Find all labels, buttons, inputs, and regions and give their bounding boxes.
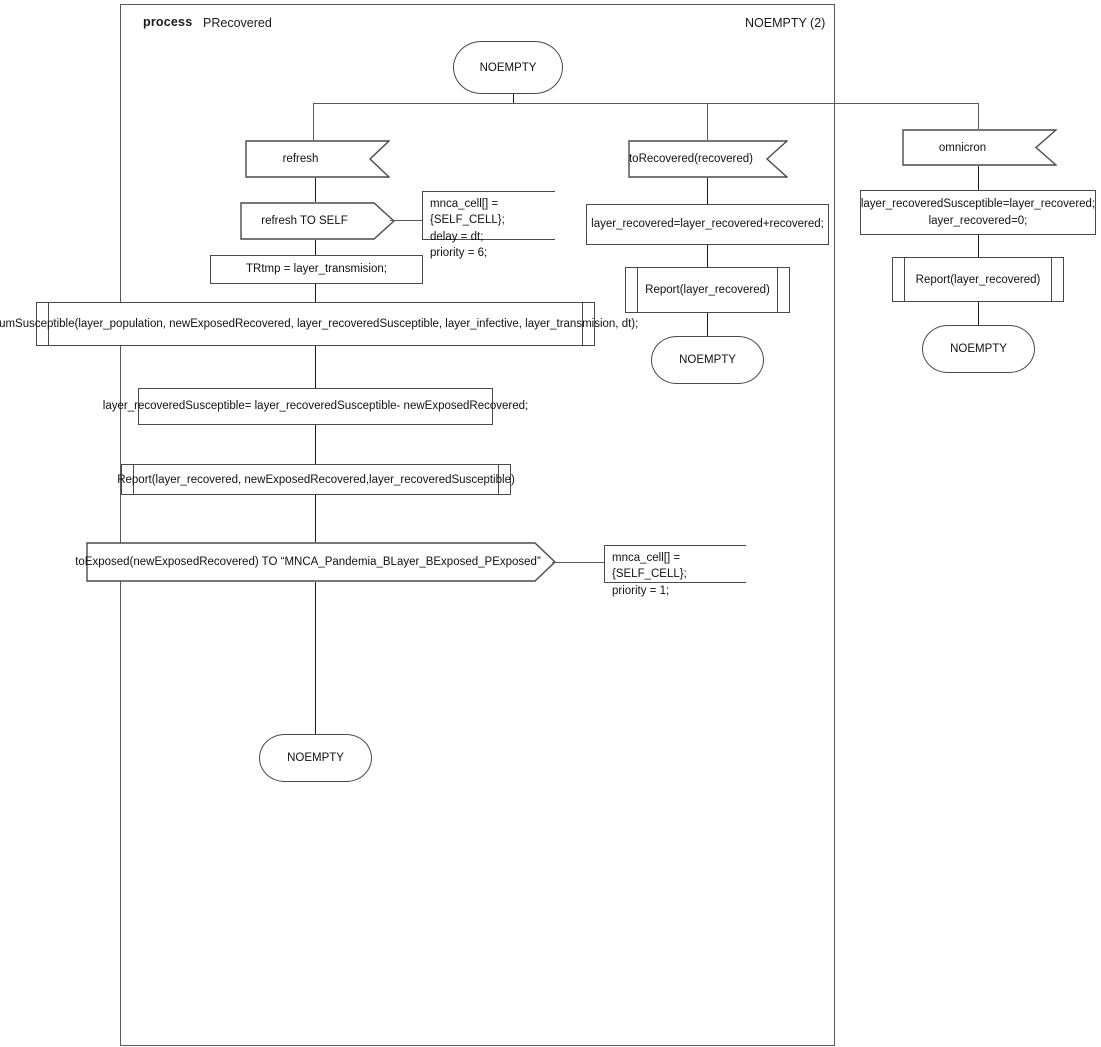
connector-start-stem: [513, 94, 515, 104]
state-noempty-refresh-end[interactable]: NOEMPTY: [259, 734, 372, 782]
connector-drop-torecovered: [707, 103, 709, 142]
procedure-bar-right: [581, 303, 583, 345]
connector-refresh-1: [315, 178, 317, 202]
task-omnicron-swap[interactable]: layer_recoveredSusceptible=layer_recover…: [860, 190, 1096, 235]
connector-omnicron-1: [978, 166, 980, 190]
connector-drop-refresh: [313, 103, 315, 142]
task-text: layer_recoveredSusceptible=layer_recover…: [860, 197, 1096, 227]
input-signal-shape: [628, 140, 788, 178]
connector-refresh-3: [315, 284, 317, 302]
connector-refresh-2: [315, 240, 317, 255]
task-text: layer_recovered=layer_recovered+recovere…: [591, 218, 824, 231]
connector-refresh-4: [315, 346, 317, 388]
procedure-call-report-left[interactable]: Report(layer_recovered, newExposedRecove…: [117, 464, 515, 495]
procedure-bar-left: [904, 258, 906, 301]
state-label: NOEMPTY: [950, 343, 1007, 355]
input-signal-label: toRecovered(recovered): [628, 153, 753, 165]
comment-toexposed: mnca_cell[] = {SELF_CELL}; priority = 1;: [604, 545, 746, 597]
procedure-call-report-right[interactable]: Report(layer_recovered): [892, 257, 1064, 302]
output-signal-toexposed[interactable]: toExposed(newExposedRecovered) TO “MNCA_…: [75, 542, 556, 582]
procedure-text: Report(layer_recovered, newExposedRecove…: [117, 473, 515, 486]
output-signal-label: refresh TO SELF: [261, 215, 348, 227]
input-signal-torecovered[interactable]: toRecovered(recovered): [628, 140, 788, 178]
state-label: NOEMPTY: [479, 61, 537, 74]
connector-comment-refresh: [390, 220, 423, 222]
output-signal-shape: [86, 542, 556, 582]
connector-torecovered-2: [707, 245, 709, 267]
connector-omnicron-2: [978, 235, 980, 257]
procedure-bar-right: [1050, 258, 1052, 301]
procedure-text: Report(layer_recovered): [645, 284, 770, 296]
output-signal-shape: [240, 202, 395, 240]
connector-omnicron-3: [978, 302, 980, 325]
output-signal-refresh-to-self[interactable]: refresh TO SELF: [240, 202, 395, 240]
input-signal-shape: [245, 140, 390, 178]
process-frame: [120, 4, 835, 1046]
procedure-text: Report(layer_recovered): [915, 273, 1041, 286]
input-signal-label: omnicron: [938, 141, 987, 154]
input-signal-shape: [902, 129, 1057, 166]
connector-distribution-bus: [313, 103, 979, 105]
procedure-bar-left: [48, 303, 50, 345]
procedure-text: numSusceptible(layer_population, newExpo…: [0, 318, 639, 330]
procedure-bar-right: [497, 465, 499, 494]
input-signal-refresh[interactable]: refresh: [245, 140, 390, 178]
state-label: NOEMPTY: [679, 354, 736, 366]
connector-refresh-7: [315, 582, 317, 734]
procedure-bar-left: [133, 465, 135, 494]
connector-torecovered-1: [707, 178, 709, 204]
connector-refresh-6: [315, 495, 317, 542]
state-noempty-omnicron-end[interactable]: NOEMPTY: [922, 325, 1035, 373]
task-text: TRtmp = layer_transmision;: [246, 263, 387, 276]
procedure-bar-left: [637, 268, 639, 312]
input-signal-omnicron[interactable]: omnicron: [902, 129, 1057, 166]
procedure-bar-right: [776, 268, 778, 312]
task-update-recovered-susceptible[interactable]: layer_recoveredSusceptible= layer_recove…: [103, 388, 528, 425]
process-keyword-label: process: [143, 15, 193, 29]
connector-comment-toexposed: [552, 562, 605, 564]
output-signal-label: toExposed(newExposedRecovered) TO “MNCA_…: [75, 556, 541, 568]
task-trtmp[interactable]: TRtmp = layer_transmision;: [210, 255, 423, 284]
input-signal-label: refresh: [282, 153, 319, 165]
state-label: NOEMPTY: [287, 752, 344, 764]
procedure-call-numsusceptible[interactable]: numSusceptible(layer_population, newExpo…: [0, 302, 638, 346]
task-layer-recovered-sum[interactable]: layer_recovered=layer_recovered+recovere…: [586, 204, 829, 245]
comment-refresh-to-self: mnca_cell[] = {SELF_CELL}; delay = dt; p…: [422, 191, 555, 259]
state-noempty-torecovered-end[interactable]: NOEMPTY: [651, 336, 764, 384]
procedure-call-report-middle[interactable]: Report(layer_recovered): [625, 267, 790, 313]
task-text: layer_recoveredSusceptible= layer_recove…: [102, 400, 529, 413]
connector-torecovered-3: [707, 313, 709, 336]
connector-refresh-5: [315, 425, 317, 464]
connector-drop-omnicron: [978, 103, 980, 130]
state-noempty-start[interactable]: NOEMPTY: [453, 41, 563, 94]
page-title: PRecovered: [203, 16, 272, 30]
frame-state-label: NOEMPTY (2): [745, 16, 826, 30]
